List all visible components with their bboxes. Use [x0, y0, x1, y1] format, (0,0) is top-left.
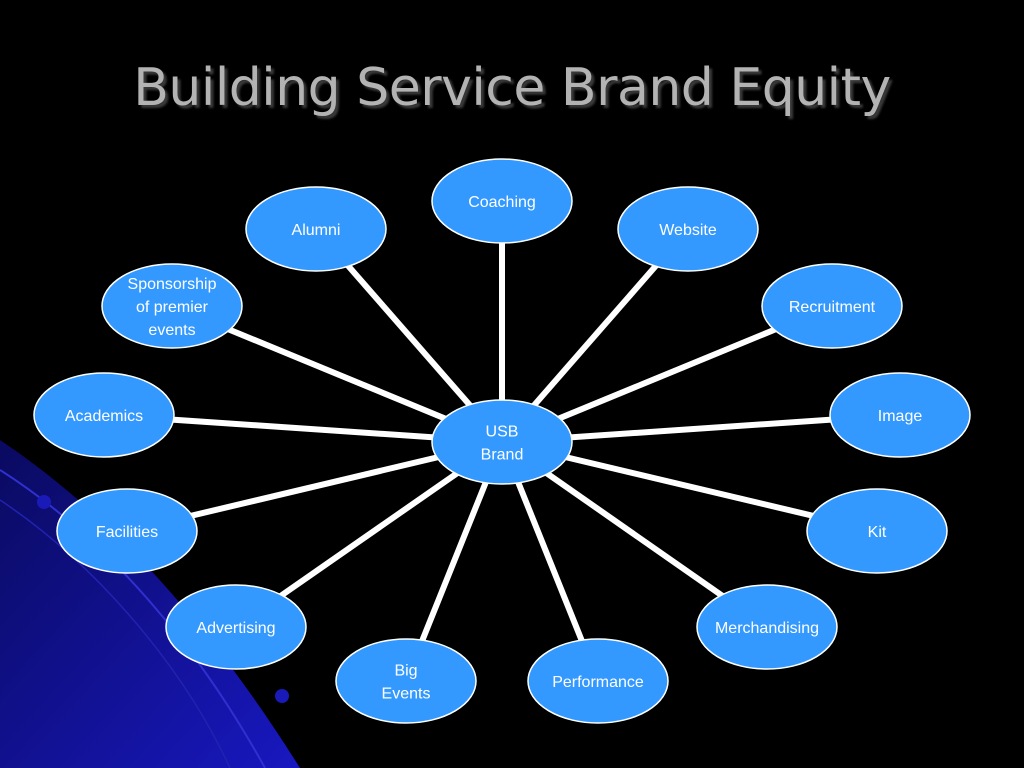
node-academics: Academics	[33, 372, 175, 458]
node-label-kit: Kit	[868, 524, 887, 541]
node-kit: Kit	[806, 488, 948, 574]
swoosh-dot	[275, 689, 289, 703]
nodes: CoachingWebsiteRecruitmentImageKitMercha…	[33, 158, 971, 724]
node-ellipse-website	[617, 186, 759, 272]
node-label-sponsorship: of premier	[136, 299, 209, 316]
node-facilities: Facilities	[56, 488, 198, 574]
hub-ellipse	[431, 399, 573, 485]
node-label-recruitment: Recruitment	[789, 299, 876, 316]
node-ellipse-facilities	[56, 488, 198, 574]
swoosh-dot	[37, 495, 51, 509]
node-label-sponsorship: events	[148, 322, 195, 339]
node-website: Website	[617, 186, 759, 272]
node-label-coaching: Coaching	[468, 194, 536, 211]
node-image: Image	[829, 372, 971, 458]
node-ellipse-big-events	[335, 638, 477, 724]
node-advertising: Advertising	[165, 584, 307, 670]
node-label-big-events: Big	[394, 663, 417, 680]
swoosh-line	[0, 499, 231, 768]
node-label-website: Website	[659, 222, 717, 239]
node-label-image: Image	[878, 408, 923, 425]
node-label-facilities: Facilities	[96, 524, 158, 541]
node-ellipse-alumni	[245, 186, 387, 272]
node-ellipse-advertising	[165, 584, 307, 670]
node-recruitment: Recruitment	[761, 263, 903, 349]
node-ellipse-recruitment	[761, 263, 903, 349]
hub-node-usb-brand: USB Brand	[431, 399, 573, 485]
node-sponsorship: Sponsorship of premier events	[101, 263, 243, 349]
node-label-alumni: Alumni	[292, 222, 341, 239]
node-performance: Performance	[527, 638, 669, 724]
node-ellipse-sponsorship	[101, 263, 243, 349]
node-ellipse-coaching	[431, 158, 573, 244]
node-label-performance: Performance	[552, 674, 644, 691]
node-label-academics: Academics	[65, 408, 143, 425]
node-ellipse-academics	[33, 372, 175, 458]
node-ellipse-performance	[527, 638, 669, 724]
node-merchandising: Merchandising	[696, 584, 838, 670]
hub-label: USB	[486, 424, 519, 441]
node-ellipse-image	[829, 372, 971, 458]
node-ellipse-merchandising	[696, 584, 838, 670]
node-coaching: Coaching	[431, 158, 573, 244]
hub-label: Brand	[481, 447, 524, 464]
node-label-sponsorship: Sponsorship	[128, 276, 217, 293]
node-ellipse-kit	[806, 488, 948, 574]
slide-title: Building Service Brand Equity	[133, 58, 891, 118]
node-label-advertising: Advertising	[196, 620, 275, 637]
node-label-merchandising: Merchandising	[715, 620, 819, 637]
node-alumni: Alumni	[245, 186, 387, 272]
node-label-big-events: Events	[382, 686, 431, 703]
